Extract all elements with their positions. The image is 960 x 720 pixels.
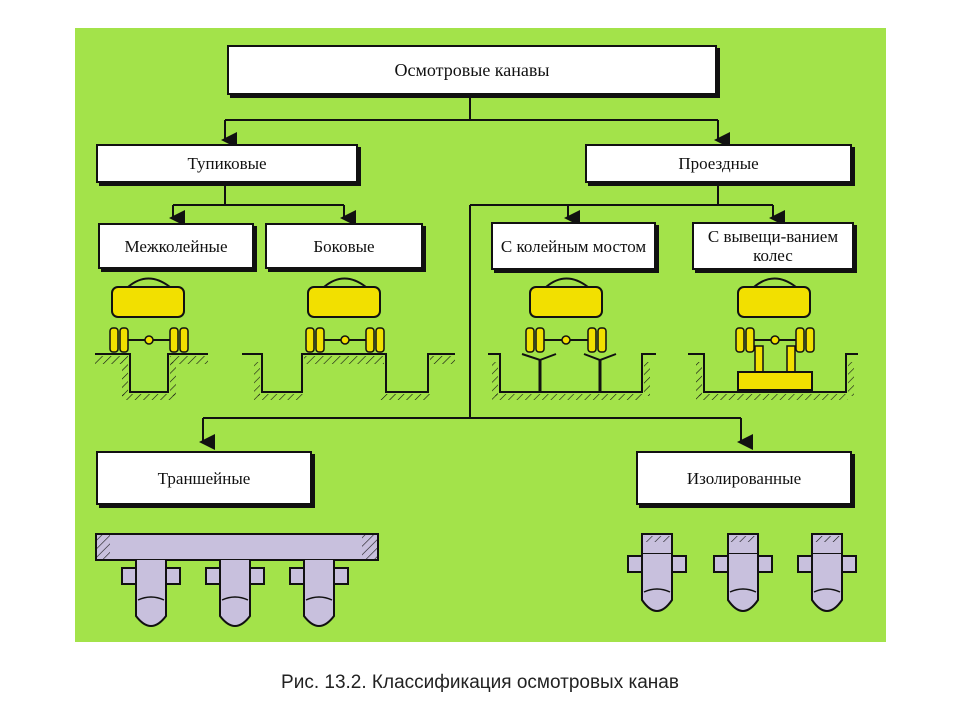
pit-illustration-koleinyi-most bbox=[488, 277, 656, 400]
node-transheinye: Траншейные bbox=[96, 451, 312, 505]
node-bokovye: Боковые bbox=[265, 223, 423, 269]
node-mezhkoleinye: Межколейные bbox=[98, 223, 254, 269]
trench-illustration bbox=[95, 533, 379, 627]
node-proezdnye: Проездные bbox=[585, 144, 852, 183]
pit-illustration-bokovye bbox=[242, 277, 455, 400]
node-koleinyi-most: С колейным мостом bbox=[491, 222, 656, 270]
node-tupikovye: Тупиковые bbox=[96, 144, 358, 183]
pit-illustration-vyveshivanie bbox=[688, 277, 858, 400]
isolated-illustration bbox=[627, 533, 857, 612]
pit-illustration-mezhkoleinye bbox=[95, 277, 208, 400]
root-node: Осмотровые канавы bbox=[227, 45, 717, 95]
node-izolirovannye: Изолированные bbox=[636, 451, 852, 505]
node-vyveshivanie: С вывещи-ванием колес bbox=[692, 222, 854, 270]
figure-caption: Рис. 13.2. Классификация осмотровых кана… bbox=[281, 672, 679, 693]
